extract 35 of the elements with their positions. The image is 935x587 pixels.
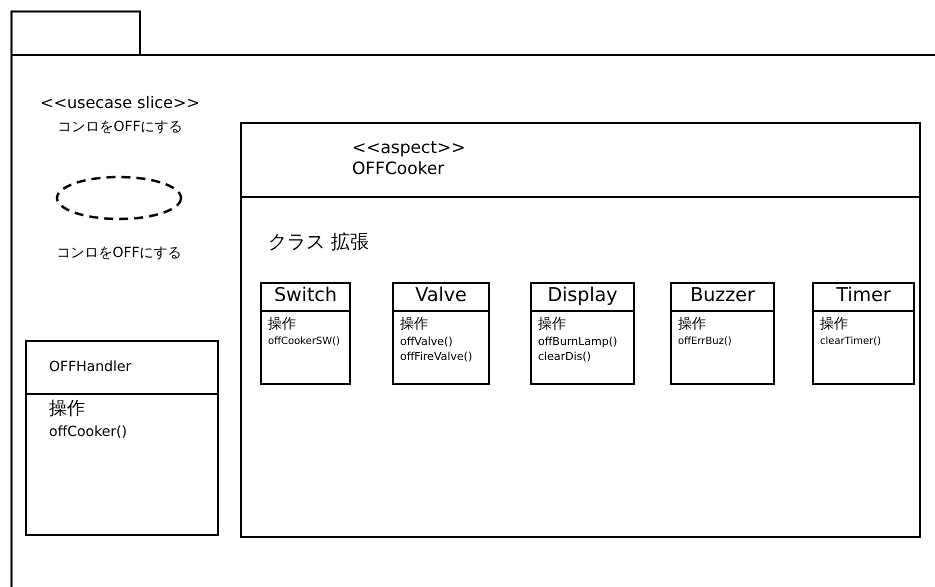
- package-frame: [10, 10, 935, 587]
- class-name: OFFHandler: [49, 358, 132, 375]
- class-box: [260, 282, 351, 385]
- class-name: OFFCooker: [352, 160, 444, 180]
- class-box: [25, 340, 219, 536]
- class-name: Valve: [414, 285, 468, 307]
- aspect-box: [240, 122, 921, 538]
- operation-text: clearDis(): [538, 351, 591, 364]
- operation-text: offValve(): [400, 336, 453, 348]
- compartment-heading: 操作: [400, 316, 428, 332]
- stereotype-text: <<aspect>>: [352, 138, 466, 158]
- compartment-heading: 操作: [538, 316, 566, 332]
- compartment-heading: 操作: [678, 316, 706, 332]
- usecase-ellipse: [55, 175, 183, 221]
- class-box: [530, 282, 635, 385]
- class-box: [392, 282, 490, 385]
- compartment-heading: 操作: [49, 399, 85, 420]
- class-name: Switch: [273, 285, 338, 307]
- slice-name: コンロをOFFにする: [56, 119, 184, 136]
- compartment-heading: 操作: [820, 316, 848, 332]
- class-box: [812, 282, 915, 385]
- compartment-heading: クラス 拡張: [268, 232, 370, 254]
- class-name: Buzzer: [689, 285, 756, 307]
- operation-text: offBurnLamp(): [538, 336, 618, 348]
- operation-text: clearTimer(): [820, 336, 882, 348]
- class-name: Display: [546, 285, 619, 307]
- usecase-name: コンロをOFFにする: [55, 245, 183, 262]
- operation-text: offErrBuz(): [678, 336, 732, 348]
- compartment-heading: 操作: [268, 316, 296, 332]
- class-name: Timer: [835, 285, 892, 307]
- stereotype-text: <<usecase slice>>: [39, 94, 201, 112]
- class-box: [670, 282, 775, 385]
- operation-text: offCookerSW(): [268, 336, 340, 348]
- operation-text: offFireValve(): [400, 351, 472, 364]
- operation-text: offCooker(): [49, 424, 128, 440]
